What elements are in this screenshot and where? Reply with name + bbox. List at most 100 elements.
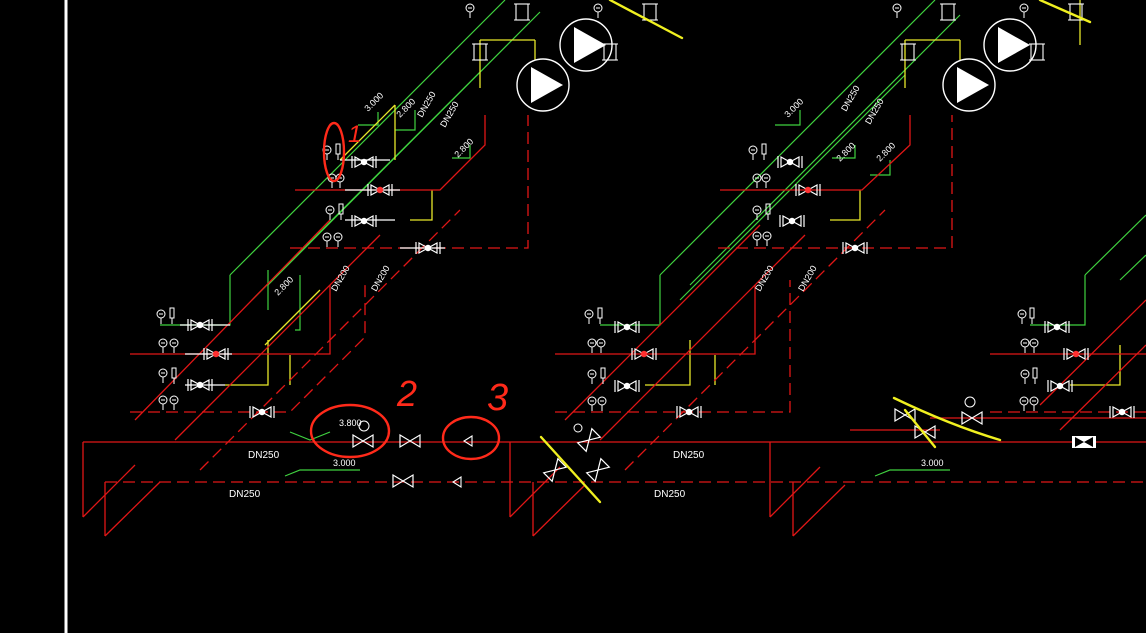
pressure-gauge-icon xyxy=(597,396,607,412)
pressure-gauge-icon xyxy=(762,231,772,247)
pipe-size-label: DN200 xyxy=(796,264,819,293)
pressure-gauge-icon xyxy=(596,338,606,354)
butterfly-valve-icon[interactable] xyxy=(249,405,275,419)
markup-annotations: 1 2 3 xyxy=(309,121,508,461)
thermometer-icon xyxy=(335,143,341,161)
strainer-icon xyxy=(899,43,917,61)
pressure-gauge-icon xyxy=(748,145,758,161)
pressure-gauge-icon xyxy=(593,3,603,19)
thermometer-icon xyxy=(169,307,175,325)
pressure-gauge-icon xyxy=(1020,338,1030,354)
gate-valve-icon[interactable] xyxy=(577,428,601,452)
pipe-size-label: DN200 xyxy=(329,264,352,293)
pressure-gauge-icon xyxy=(156,309,166,325)
pressure-gauge-icon xyxy=(761,173,771,189)
butterfly-valve-icon[interactable] xyxy=(1047,379,1073,393)
pressure-gauge-icon xyxy=(1029,396,1039,412)
pressure-gauge-icon xyxy=(587,338,597,354)
pipe-size-label: DN250 xyxy=(248,450,280,461)
thermometer-icon xyxy=(1032,367,1038,385)
pressure-gauge-icon xyxy=(465,3,475,19)
pump-module-1 xyxy=(130,0,659,488)
gate-valve-icon[interactable] xyxy=(1072,436,1096,448)
butterfly-valve-icon[interactable] xyxy=(676,405,702,419)
elevation-label: 2.800 xyxy=(452,136,475,159)
pressure-gauge-icon xyxy=(584,309,594,325)
butterfly-valve-icon[interactable] xyxy=(795,183,821,197)
butterfly-valve-icon[interactable] xyxy=(614,379,640,393)
gate-valve-icon[interactable] xyxy=(586,458,610,482)
annotation-circle-1 xyxy=(322,121,346,183)
pressure-gauge-icon xyxy=(169,395,179,411)
pump-module-3 xyxy=(850,214,1146,477)
annotation-number-2: 2 xyxy=(396,373,417,414)
pressure-gauge-icon xyxy=(158,368,168,384)
pressure-gauge-icon xyxy=(322,232,332,248)
butterfly-valve-icon[interactable] xyxy=(351,214,377,228)
pressure-gauge-icon xyxy=(333,232,343,248)
pipe-size-label: DN250 xyxy=(673,450,705,461)
annotation-circle-3 xyxy=(441,415,501,461)
pressure-gauge-icon xyxy=(158,338,168,354)
pressure-gauge-icon xyxy=(587,369,597,385)
check-valve-icon xyxy=(462,435,473,447)
pressure-gauge-icon xyxy=(158,395,168,411)
pressure-gauge-icon xyxy=(752,205,762,221)
check-valve-icon xyxy=(451,476,462,488)
main-supply-header xyxy=(82,441,1146,537)
thermometer-icon xyxy=(761,143,767,161)
thermometer-icon xyxy=(1029,307,1035,325)
butterfly-valve-icon[interactable] xyxy=(1109,405,1135,419)
butterfly-valve-icon[interactable] xyxy=(842,241,868,255)
strainer-icon xyxy=(513,3,531,21)
elevation-label: 2.800 xyxy=(834,140,857,163)
elevation-label: 3.000 xyxy=(333,458,356,468)
pump-icon xyxy=(942,58,996,112)
pressure-gauge-icon xyxy=(169,338,179,354)
elevation-label: 3.000 xyxy=(362,90,385,113)
pressure-gauge-icon xyxy=(325,205,335,221)
pump-icon xyxy=(516,58,570,112)
elevation-label: 3.800 xyxy=(339,418,362,428)
pressure-gauge-icon xyxy=(573,423,583,433)
pipe-size-label: DN250 xyxy=(229,489,261,500)
elevation-label: 3.000 xyxy=(921,458,944,468)
butterfly-valve-icon[interactable] xyxy=(777,155,803,169)
pipe-size-label: DN250 xyxy=(839,84,862,113)
pressure-gauge-icon xyxy=(752,231,762,247)
highlight-marks xyxy=(539,0,1092,504)
pressure-gauge-icon xyxy=(892,3,902,19)
annotation-number-1: 1 xyxy=(348,121,361,148)
pipe-size-label: DN250 xyxy=(863,97,886,126)
pipe-size-label: DN250 xyxy=(654,489,686,500)
pressure-gauge-icon xyxy=(964,396,976,408)
elevation-label: 3.000 xyxy=(782,96,805,119)
butterfly-valve-icon[interactable] xyxy=(779,214,805,228)
pressure-gauge-icon xyxy=(1020,369,1030,385)
pressure-gauge-icon xyxy=(752,173,762,189)
butterfly-valve-icon[interactable] xyxy=(631,347,657,361)
butterfly-valve-icon[interactable] xyxy=(614,320,640,334)
elevation-label: 2.800 xyxy=(394,96,417,119)
butterfly-valve-icon[interactable] xyxy=(351,155,377,169)
pressure-gauge-icon xyxy=(587,396,597,412)
pressure-gauge-icon xyxy=(1019,3,1029,19)
pressure-gauge-icon xyxy=(1029,338,1039,354)
thermometer-icon xyxy=(597,307,603,325)
thermometer-icon xyxy=(600,367,606,385)
annotation-number-3: 3 xyxy=(487,377,508,419)
gate-valve-icon[interactable] xyxy=(352,434,374,448)
annotation-circle-2 xyxy=(309,403,391,459)
butterfly-valve-icon[interactable] xyxy=(1063,347,1089,361)
pressure-gauge-icon xyxy=(1019,396,1029,412)
pump-module-2 xyxy=(543,0,1085,482)
butterfly-valve-icon[interactable] xyxy=(1044,320,1070,334)
strainer-icon xyxy=(1028,43,1046,61)
gate-valve-icon[interactable] xyxy=(392,474,414,488)
pipe-size-label: DN250 xyxy=(438,100,461,129)
pipe-size-label: DN250 xyxy=(415,90,438,119)
gate-valve-icon[interactable] xyxy=(399,434,421,448)
strainer-icon xyxy=(939,3,957,21)
pipe-size-label: DN200 xyxy=(369,264,392,293)
